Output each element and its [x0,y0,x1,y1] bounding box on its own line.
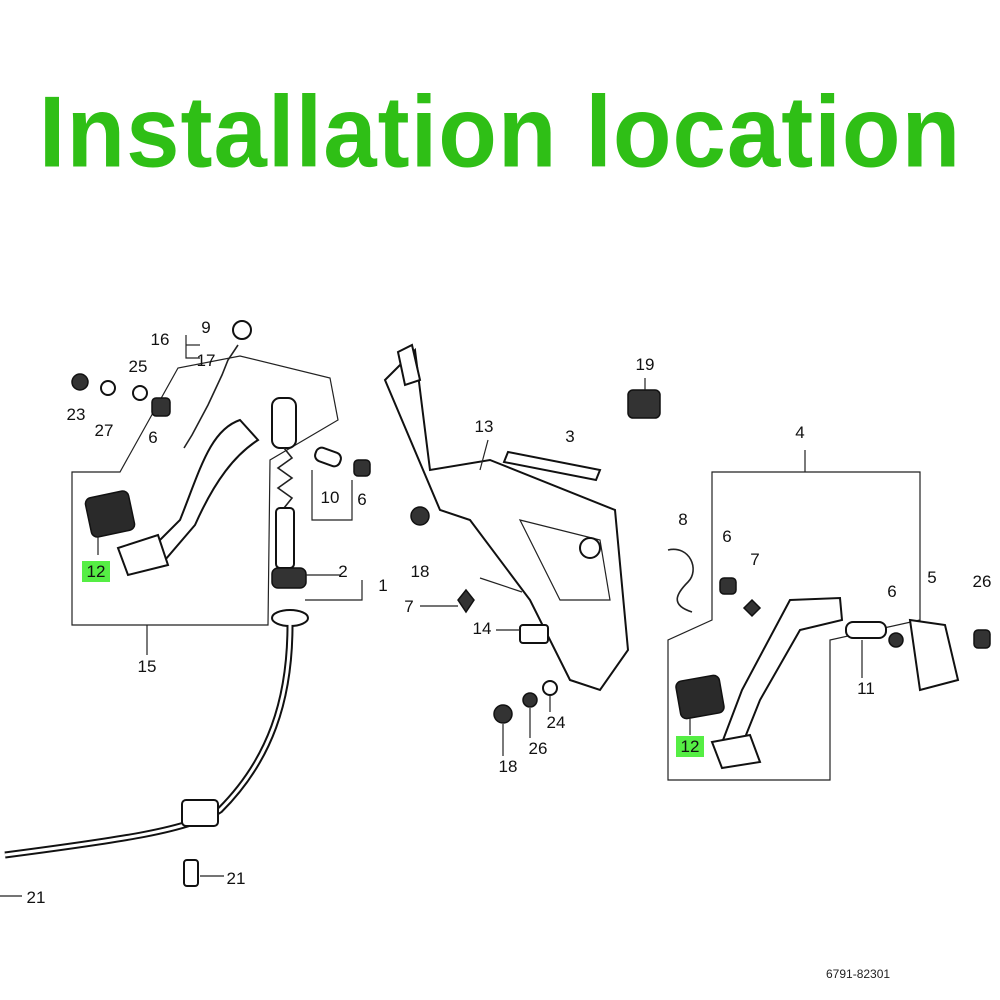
part-label-l7b: 7 [750,550,759,569]
master-cylinder-body [275,507,295,569]
part-label-l10: 10 [321,488,340,507]
part-label-l18b: 18 [499,757,518,776]
part-label-l14: 14 [473,619,492,638]
master-cylinder-rod [271,397,297,449]
nut-18a [410,506,430,526]
part-label-l6c: 6 [722,527,731,546]
nut-23 [71,373,89,391]
part-label-l3: 3 [565,427,574,446]
part-label-l6a: 6 [148,428,157,447]
page-title: Installation location [38,76,962,189]
part-label-l9: 9 [201,318,210,337]
part-label-l21a: 21 [227,869,246,888]
bolt-21 [183,859,199,887]
part-label-l26b: 26 [529,739,548,758]
brake-pedal-pad-12 [675,674,725,720]
part-label-l21b: 21 [27,888,46,907]
part-label-l6d: 6 [887,582,896,601]
bar-3 [502,450,602,482]
return-spring [183,344,239,449]
part-label-l1: 1 [378,576,387,595]
leader-1 [305,580,363,601]
highlight-l12b [676,736,704,757]
bracket-5 [908,618,960,692]
grommet-2 [271,567,307,589]
seal-1 [271,609,309,627]
nut-26a [973,629,991,649]
assembly-4-outline [667,471,921,781]
leader-10-6 [311,470,353,521]
spring-8 [667,548,694,613]
master-cylinder-spring [276,447,294,509]
part-label-l15: 15 [138,657,157,676]
nut-18b [493,704,513,724]
diagram-code: 6791-82301 [826,967,890,981]
part-label-l17: 17 [197,351,216,370]
clip-7a [457,588,475,614]
part-label-l25: 25 [129,357,148,376]
part-label-l19: 19 [636,355,655,374]
part-label-l23: 23 [67,405,86,424]
part-label-l2: 2 [338,562,347,581]
bracket-inner [518,519,611,601]
pedal-bracket-13 [383,347,630,692]
leader-7a-b [479,577,523,593]
bushing-6b [353,459,371,477]
part-label-l26a: 26 [973,572,992,591]
part-label-l7a: 7 [404,597,413,616]
leader-16 [185,335,200,359]
leader-13 [479,439,489,471]
cable-clamp [181,799,219,827]
part-label-l12b: 12 [681,737,700,756]
bushing-25 [132,385,148,401]
part-label-l27: 27 [95,421,114,440]
part-label-l18a: 18 [411,562,430,581]
part-label-l12a: 12 [87,562,106,581]
part-label-l13: 13 [475,417,494,436]
washer-24 [542,680,558,696]
bracket-pivot [579,537,601,559]
bushing-6a [151,397,171,417]
bracket-shaft [396,343,422,387]
part-label-l24: 24 [547,713,566,732]
brake-pedal-foot [710,733,762,770]
bushing-6d [888,632,904,648]
clutch-pedal-arm [148,418,260,562]
part-label-l11: 11 [857,679,875,698]
part-label-l6b: 6 [357,490,366,509]
nut-26b [522,692,538,708]
pin-10 [314,446,342,468]
nut-9 [232,320,252,340]
part-label-l16: 16 [151,330,170,349]
cap-19 [627,389,661,419]
part-label-l8: 8 [678,510,687,529]
part-label-l4: 4 [795,423,804,442]
clip-7b [742,598,762,618]
assembly-15-outline [71,355,339,626]
brake-pedal-arm [718,596,844,752]
part-label-l5: 5 [927,568,936,587]
clutch-pedal-pad-12 [84,490,136,538]
highlight-l12a [82,561,110,582]
bushing-6c [719,577,737,595]
clutch-pedal-foot [116,533,170,577]
washer-27 [100,380,116,396]
pin-11 [845,621,887,639]
clip-14 [519,624,549,644]
